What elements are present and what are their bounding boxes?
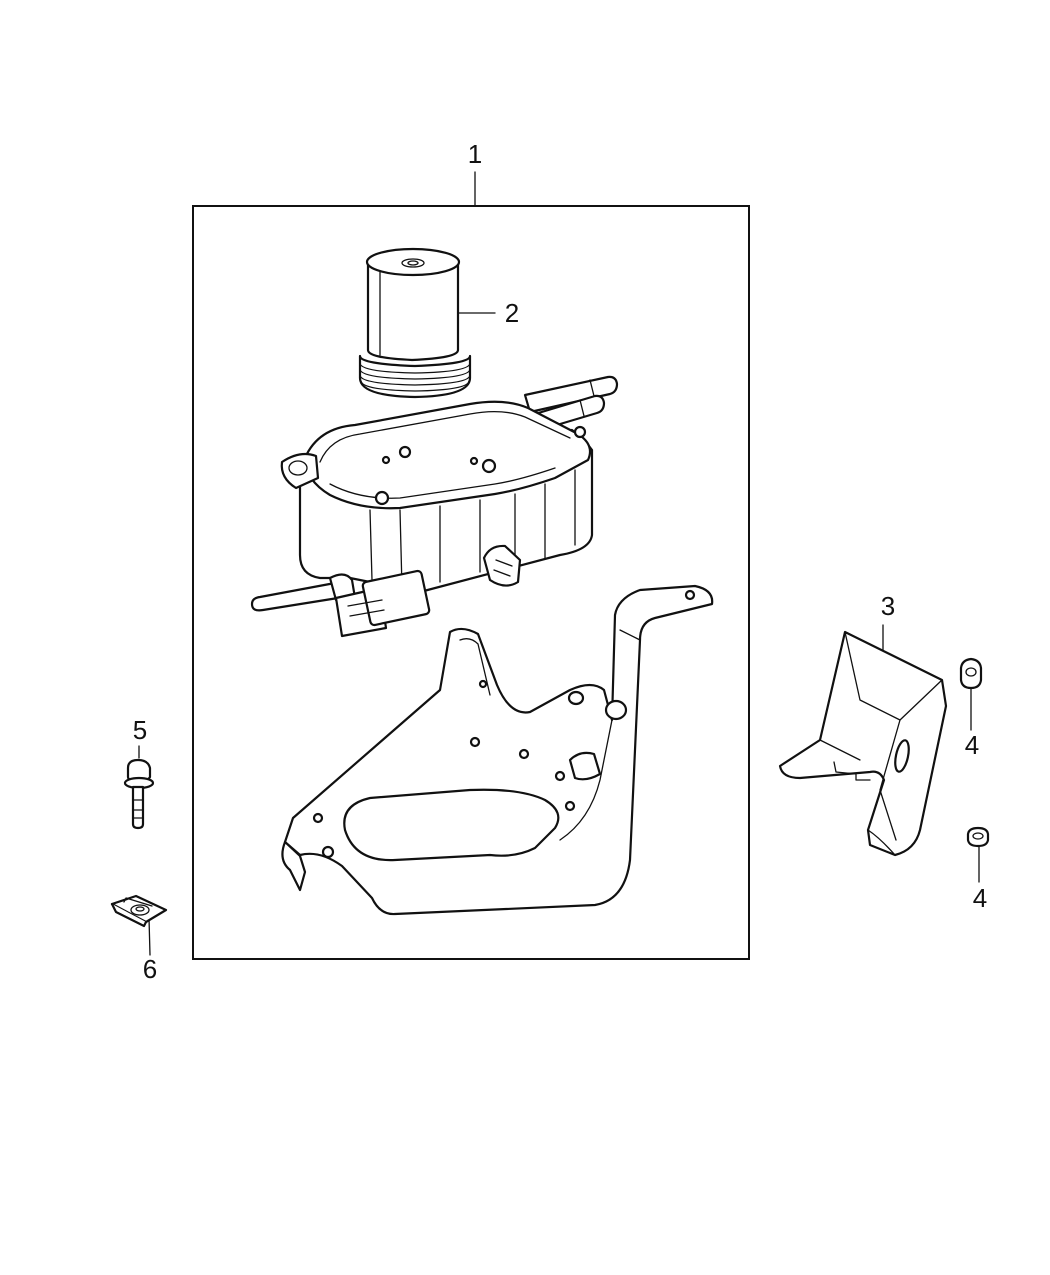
assembly-frame xyxy=(192,205,750,960)
callout-6[interactable]: 6 xyxy=(143,954,157,984)
nut-upper xyxy=(959,657,983,690)
callout-5[interactable]: 5 xyxy=(133,715,147,745)
callout-4-upper[interactable]: 4 xyxy=(965,730,979,760)
nut-lower xyxy=(966,826,990,848)
callout-1[interactable]: 1 xyxy=(468,139,482,169)
flange-bolt xyxy=(123,758,155,830)
callout-4-lower[interactable]: 4 xyxy=(973,883,987,913)
filter-element xyxy=(358,247,472,399)
clip-nut xyxy=(110,894,168,928)
heat-shield xyxy=(778,630,948,857)
callout-3[interactable]: 3 xyxy=(881,591,895,621)
mounting-bracket xyxy=(281,584,714,916)
callout-2[interactable]: 2 xyxy=(505,298,519,328)
filter-housing xyxy=(250,375,619,638)
